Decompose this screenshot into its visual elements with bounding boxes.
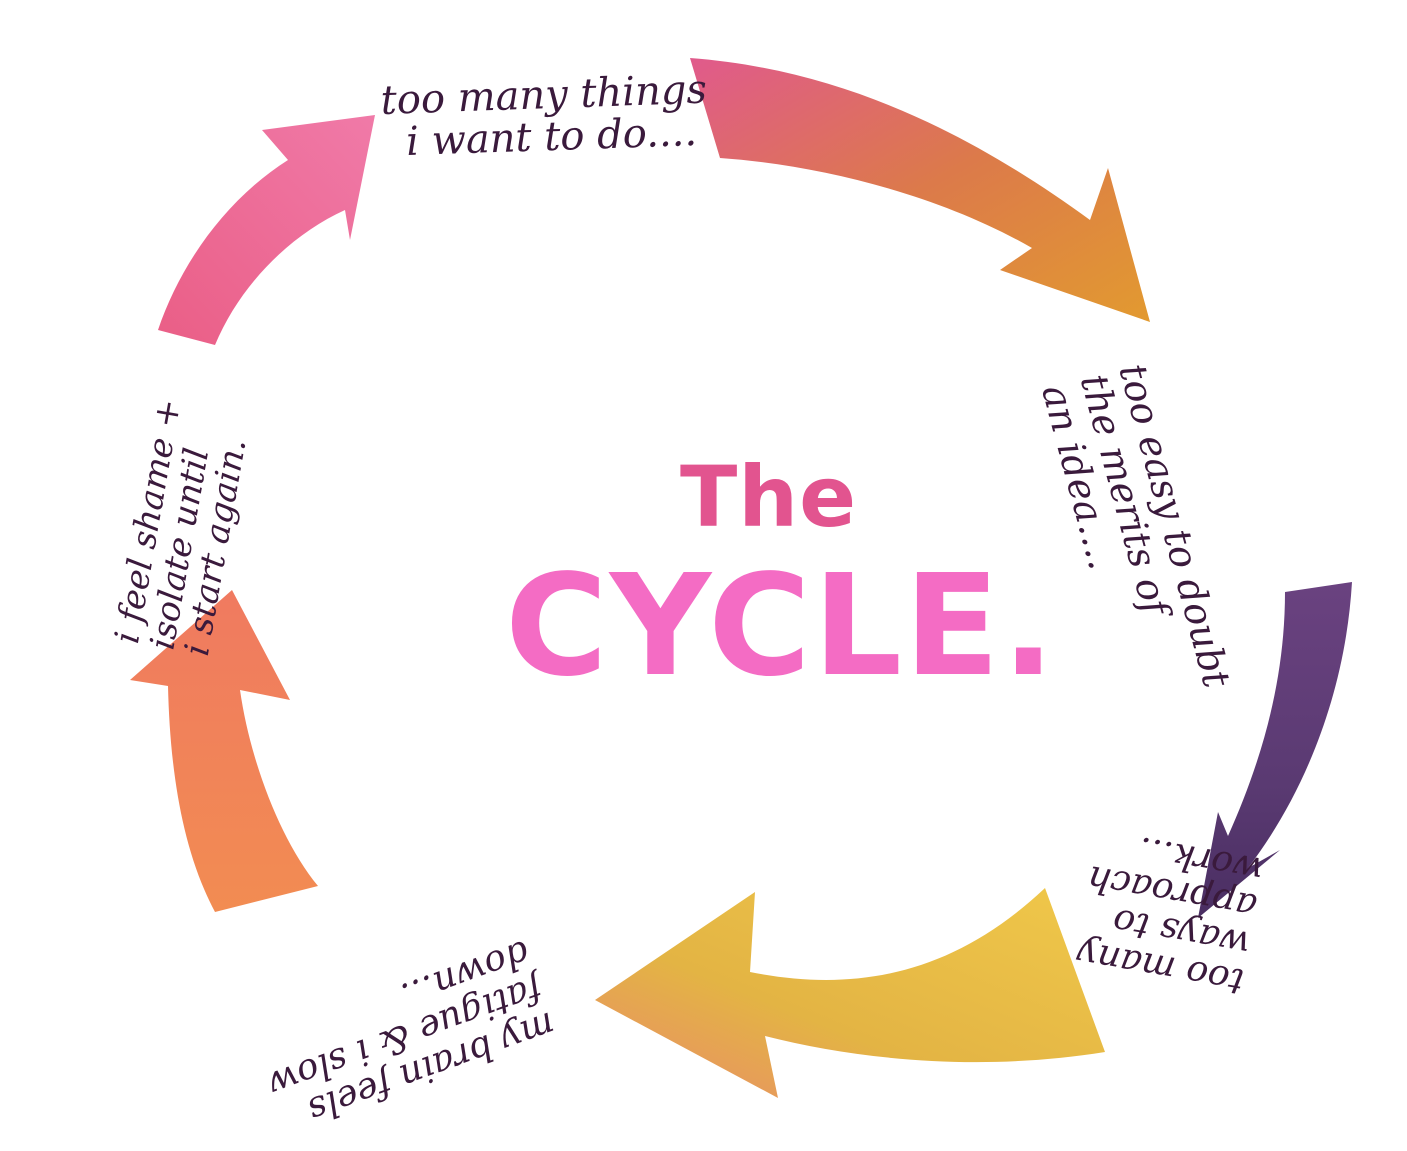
arrow-left-up <box>130 590 318 912</box>
arrow-bottom-left <box>595 888 1105 1098</box>
step-top-label: too many things i want to do.... <box>380 67 709 166</box>
title-the: The <box>680 448 858 546</box>
title-cycle: CYCLE. <box>505 545 1057 708</box>
arrow-left-top-up <box>158 115 375 345</box>
step-bottom-right-label: too many ways to approach work... <box>1071 821 1267 1002</box>
arrow-top-to-right <box>690 58 1150 322</box>
arrow-right-down <box>1198 582 1352 918</box>
step-top-line-2: i want to do.... <box>405 108 698 166</box>
